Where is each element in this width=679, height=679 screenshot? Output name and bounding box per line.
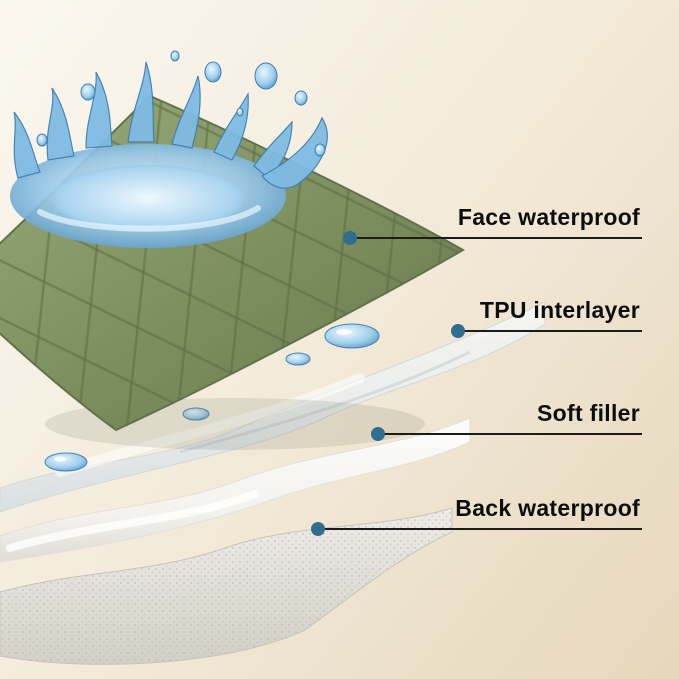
layer-marker-dot [451, 324, 465, 338]
soft-filler-layer [0, 417, 471, 563]
layer-marker-dot [311, 522, 325, 536]
layer-marker-dot [343, 231, 357, 245]
callout-soft-filler: Soft filler [371, 400, 642, 441]
callout-face-waterproof: Face waterproof [343, 204, 642, 245]
callout-tpu-interlayer: TPU interlayer [451, 297, 642, 338]
layer-label: Soft filler [537, 400, 640, 426]
layer-label: TPU interlayer [479, 297, 640, 323]
callout-back-waterproof: Back waterproof [311, 495, 642, 536]
back-waterproof-layer [0, 507, 453, 665]
tpu-interlayer-layer [0, 301, 546, 513]
layer-label: Back waterproof [455, 495, 640, 521]
layer-marker-dot [371, 427, 385, 441]
airborne-droplets [36, 50, 326, 157]
water-splash [10, 50, 328, 248]
layer-label: Face waterproof [457, 204, 640, 230]
water-droplets-on-tpu [44, 323, 380, 472]
